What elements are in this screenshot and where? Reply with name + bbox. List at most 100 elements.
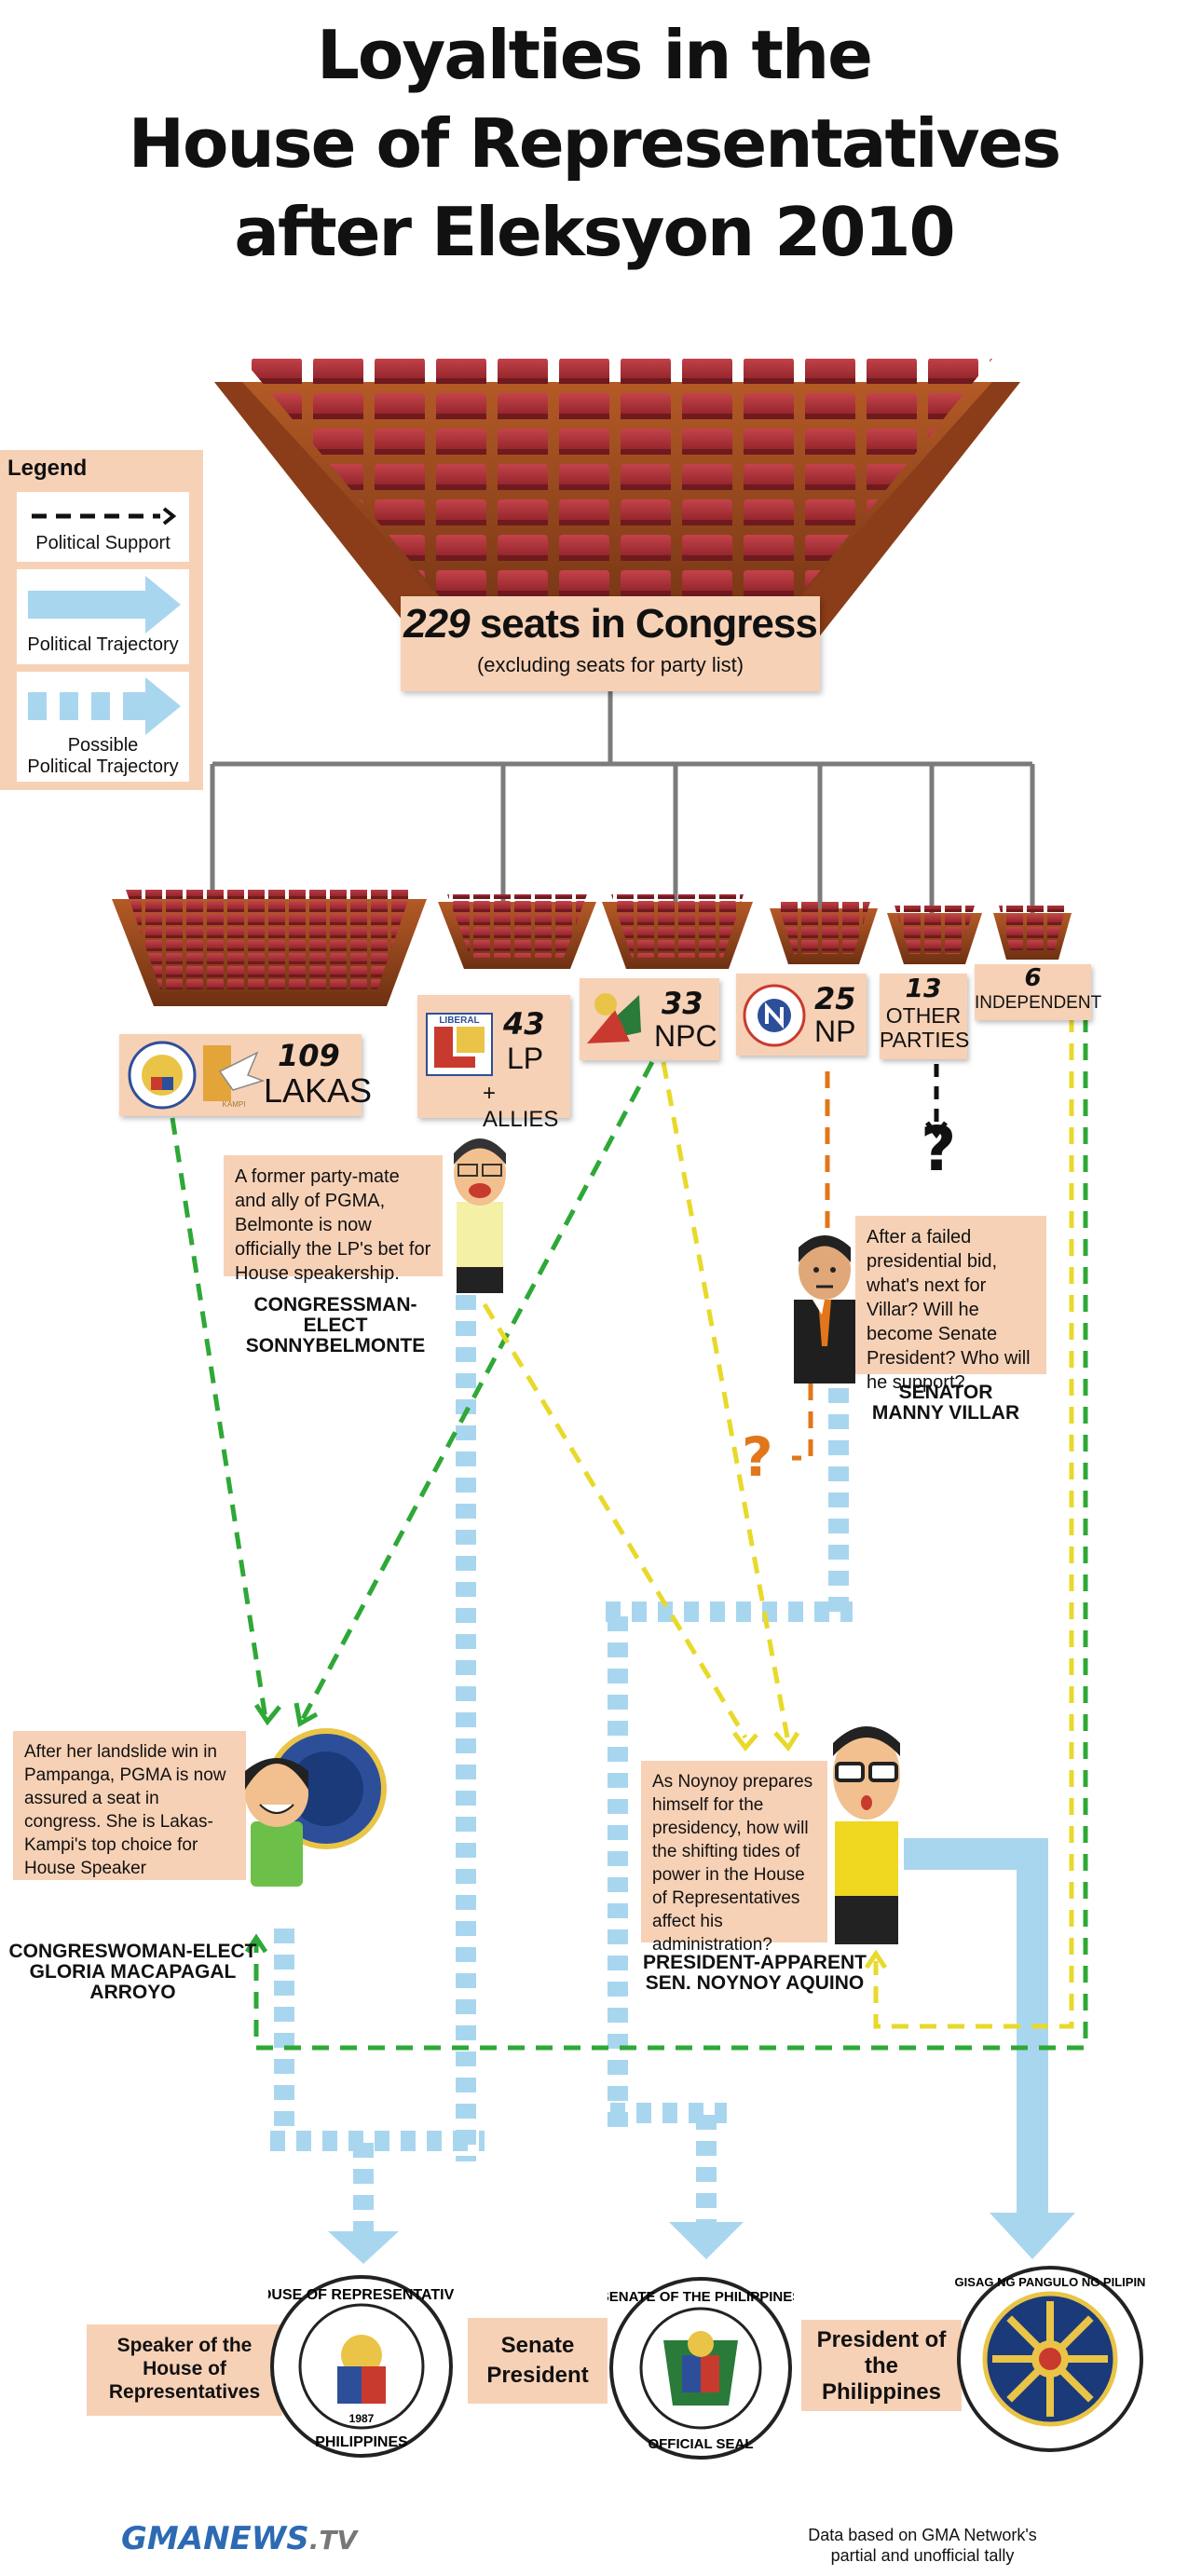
congress-total-box: 229 seats in Congress (excluding seats f… [401, 596, 820, 691]
aquino-label-line-1: PRESIDENT-APPARENT [643, 1952, 867, 1973]
office-line-2: the [865, 2353, 898, 2378]
arroyo-label-line-2: GLORIA MACAPAGAL [29, 1961, 237, 1983]
party-count: 109 [278, 1038, 340, 1073]
office-line-2: President [486, 2363, 589, 2388]
source-line-2: partial and unofficial tally [830, 2546, 1015, 2565]
source-line-1: Data based on GMA Network's [808, 2526, 1037, 2544]
arroyo-label: CONGRESWOMAN-ELECT GLORIA MACAPAGAL ARRO… [0, 1942, 266, 2003]
connector-lines [210, 691, 1035, 913]
chamber-lp [438, 894, 596, 969]
office-speaker: Speaker of the House of Representatives [87, 2324, 282, 2416]
kampi-logo-icon: KAMPI [203, 1045, 266, 1109]
arroyo-avatar [245, 1728, 387, 1887]
presidential-seal-icon: SAGISAG NG PANGULO NG PILIPINAS [955, 2266, 1146, 2452]
party-name-line-2: PARTIES [880, 1028, 970, 1052]
title-line-3: after Eleksyon 2010 [234, 193, 955, 271]
lakas-logo-icon [128, 1041, 197, 1110]
seal-text-bottom: PHILIPPINES [315, 2434, 408, 2450]
villar-label-line-1: SENATOR [898, 1382, 993, 1403]
office-line-1: Senate [500, 2333, 575, 2358]
aquino-label-line-2: SEN. NOYNOY AQUINO [645, 1972, 865, 1994]
gma-news-logo: GMANEWS.TV [121, 2520, 357, 2557]
data-source-note: Data based on GMA Network's partial and … [764, 2525, 1081, 2566]
logo-tv: .TV [308, 2525, 358, 2556]
seal-text-top: SENATE OF THE PHILIPPINES [608, 2289, 794, 2305]
party-lakas: KAMPI 109 LAKAS [119, 1034, 372, 1116]
party-name: LP [507, 1042, 544, 1075]
party-name: NPC [654, 1019, 717, 1053]
seal-year: 1987 [349, 2412, 375, 2425]
aquino-note: As Noynoy prepares himself for the presi… [641, 1761, 827, 1955]
liberal-logo-text: LIBERAL [439, 1015, 479, 1026]
dashed-arrow-icon [32, 507, 177, 525]
party-count: 6 [1024, 964, 1042, 992]
legend-label: Political Trajectory [27, 634, 179, 655]
party-count: 43 [503, 1006, 545, 1042]
arroyo-label-line-3: ARROYO [89, 1982, 176, 2003]
solid-arrow-icon [28, 576, 181, 634]
belmonte-label-line-2: SONNYBELMONTE [245, 1335, 426, 1356]
party-chambers [112, 890, 1072, 1006]
party-np: 25 NP [736, 974, 867, 1056]
kampi-logo-text: KAMPI [223, 1100, 246, 1109]
logo-news: NEWS [203, 2520, 309, 2557]
np-logo-icon [743, 984, 806, 1047]
party-name: LAKAS [264, 1071, 373, 1110]
party-count: 13 [905, 973, 942, 1003]
office-senate-president: Senate President [468, 2318, 608, 2404]
seal-text-top: SAGISAG NG PANGULO NG PILIPINAS [955, 2275, 1146, 2289]
seal-text-top: HOUSE OF REPRESENTATIVES [268, 2287, 455, 2303]
party-name-line-1: OTHER [885, 1003, 962, 1028]
support-lines [170, 1015, 1088, 2051]
belmonte-note: A former party-mate and ally of PGMA, Be… [224, 1155, 443, 1284]
party-extra: + ALLIES [483, 1081, 559, 1132]
npc-logo-icon [587, 993, 641, 1043]
party-independent: 6 INDEPENDENT [975, 964, 1102, 1020]
party-npc: 33 NPC [580, 978, 719, 1060]
belmonte-label-line-1: CONGRESSMAN-ELECT [253, 1294, 417, 1336]
villar-note: After a failed presidential bid, what's … [855, 1216, 1046, 1393]
legend-title: Legend [7, 456, 88, 481]
villar-question-mark: ? [742, 1425, 773, 1489]
seal-text-bottom: OFFICIAL SEAL [648, 2436, 753, 2452]
support-arrowheads [244, 1121, 948, 1969]
party-name: INDEPENDENT [975, 993, 1102, 1013]
party-other: 13 OTHER PARTIES [880, 973, 970, 1059]
title-line-1: Loyalties in the [317, 16, 873, 94]
dashed-thick-arrow-icon [28, 677, 181, 735]
infographic-title: Loyalties in the House of Representative… [0, 11, 1188, 277]
party-lp: LIBERAL 43 LP + ALLIES [417, 995, 570, 1132]
trajectory-lines [270, 1295, 1075, 2264]
congress-total: 229 seats in Congress [401, 596, 820, 652]
chamber-other [887, 906, 982, 964]
office-line-3: Representatives [108, 2381, 261, 2403]
villar-label-line-2: MANNY VILLAR [871, 1402, 1020, 1424]
party-name: NP [814, 1015, 856, 1048]
legend-label: Political Support [35, 533, 171, 553]
office-president: President of the Philippines [801, 2320, 962, 2411]
arroyo-note: After her landslide win in Pampanga, PGM… [13, 1731, 246, 1880]
congress-note: (excluding seats for party list) [476, 653, 744, 676]
office-line-1: Speaker of the [116, 2335, 253, 2356]
belmonte-label: CONGRESSMAN-ELECT SONNYBELMONTE [224, 1295, 447, 1356]
legend-possible-trajectory: Possible Political Trajectory [17, 672, 189, 782]
chamber-independent [993, 906, 1072, 960]
office-line-3: Philippines [821, 2379, 941, 2405]
belmonte-avatar [454, 1138, 506, 1293]
congress-count: 229 [403, 601, 470, 647]
legend-label-line-2: Political Trajectory [27, 756, 179, 777]
chamber-npc [602, 894, 753, 969]
villar-avatar [794, 1235, 855, 1383]
legend-political-trajectory: Political Trajectory [17, 569, 189, 664]
legend-panel: Legend Political Support Political Traje… [0, 450, 203, 790]
party-count: 33 [662, 986, 703, 1021]
arroyo-label-line-1: CONGRESWOMAN-ELECT [8, 1941, 257, 1962]
logo-gma: GMA [121, 2520, 204, 2557]
party-count: 25 [814, 981, 856, 1016]
aquino-avatar [833, 1726, 900, 1944]
unknown-support-question-mark: ? [921, 1113, 957, 1185]
title-line-2: House of Representatives [128, 104, 1061, 183]
office-line-2: House of [143, 2358, 226, 2379]
liberal-logo-icon: LIBERAL [426, 1013, 493, 1076]
senate-seal-icon: SENATE OF THE PHILIPPINES OFFICIAL SEAL [608, 2277, 794, 2460]
